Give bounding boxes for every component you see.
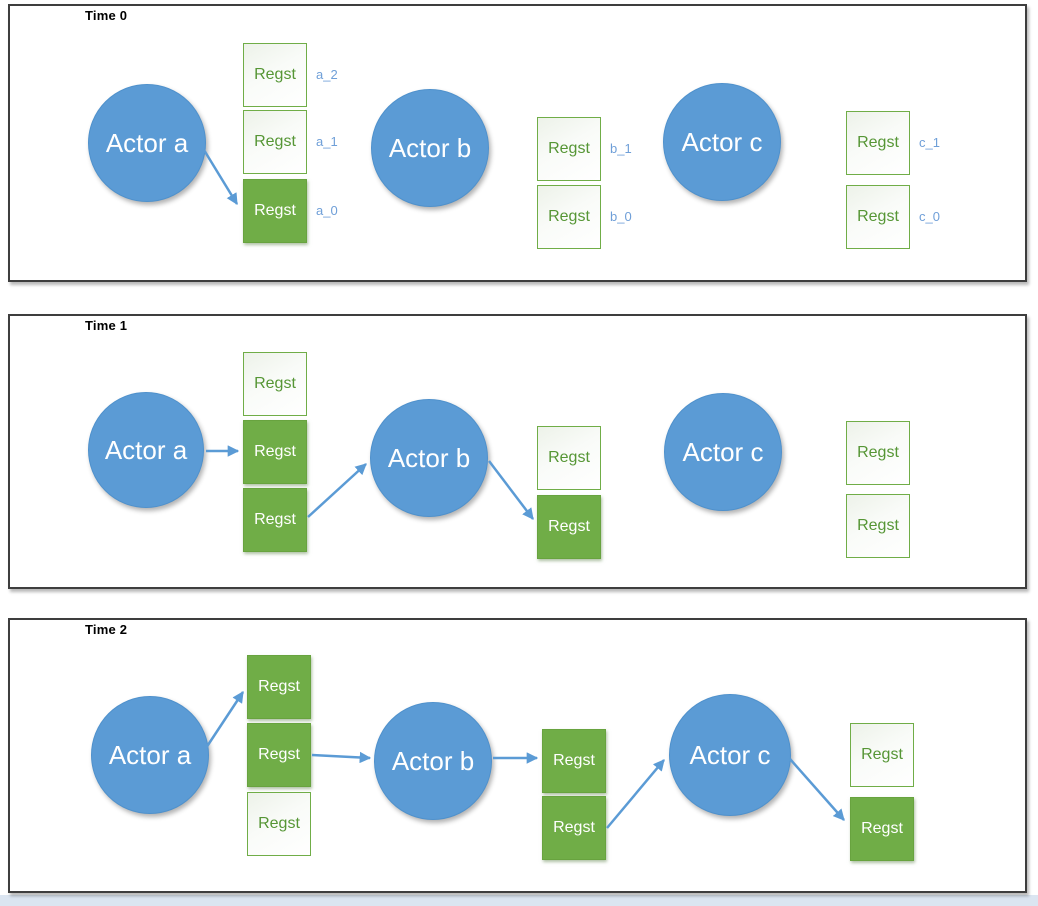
- register-box: Regst: [542, 729, 606, 793]
- actor-c: Actor c: [663, 83, 781, 201]
- register-box: Regst: [537, 495, 601, 559]
- register-box: Regst: [542, 796, 606, 860]
- register-box: Regst: [243, 488, 307, 552]
- canvas-footer-strip: [0, 895, 1038, 906]
- register-box: Regst: [243, 420, 307, 484]
- register-c_0: Regst: [846, 185, 910, 249]
- time-label-time-2: Time 2: [85, 622, 128, 637]
- actor-c: Actor c: [664, 393, 782, 511]
- register-b_1: Regst: [537, 117, 601, 181]
- register-box: Regst: [850, 723, 914, 787]
- register-tag-c_0: c_0: [919, 209, 940, 224]
- actor-a: Actor a: [91, 696, 209, 814]
- actor-a: Actor a: [88, 392, 204, 508]
- register-tag-a_2: a_2: [316, 67, 338, 82]
- register-box: Regst: [247, 723, 311, 787]
- register-box: Regst: [247, 792, 311, 856]
- actor-c: Actor c: [669, 694, 791, 816]
- register-box: Regst: [243, 352, 307, 416]
- register-a_0: Regst: [243, 179, 307, 243]
- register-c_1: Regst: [846, 111, 910, 175]
- time-label-time-1: Time 1: [85, 318, 128, 333]
- register-box: Regst: [846, 494, 910, 558]
- actor-b: Actor b: [374, 702, 492, 820]
- register-box: Regst: [846, 421, 910, 485]
- register-box: Regst: [850, 797, 914, 861]
- register-tag-b_1: b_1: [610, 141, 632, 156]
- register-box: Regst: [537, 426, 601, 490]
- register-a_2: Regst: [243, 43, 307, 107]
- register-tag-a_0: a_0: [316, 203, 338, 218]
- register-tag-a_1: a_1: [316, 134, 338, 149]
- actor-a: Actor a: [88, 84, 206, 202]
- register-box: Regst: [247, 655, 311, 719]
- register-b_0: Regst: [537, 185, 601, 249]
- register-tag-c_1: c_1: [919, 135, 940, 150]
- time-label-time-0: Time 0: [85, 8, 128, 23]
- register-a_1: Regst: [243, 110, 307, 174]
- actor-b: Actor b: [371, 89, 489, 207]
- register-tag-b_0: b_0: [610, 209, 632, 224]
- actor-b: Actor b: [370, 399, 488, 517]
